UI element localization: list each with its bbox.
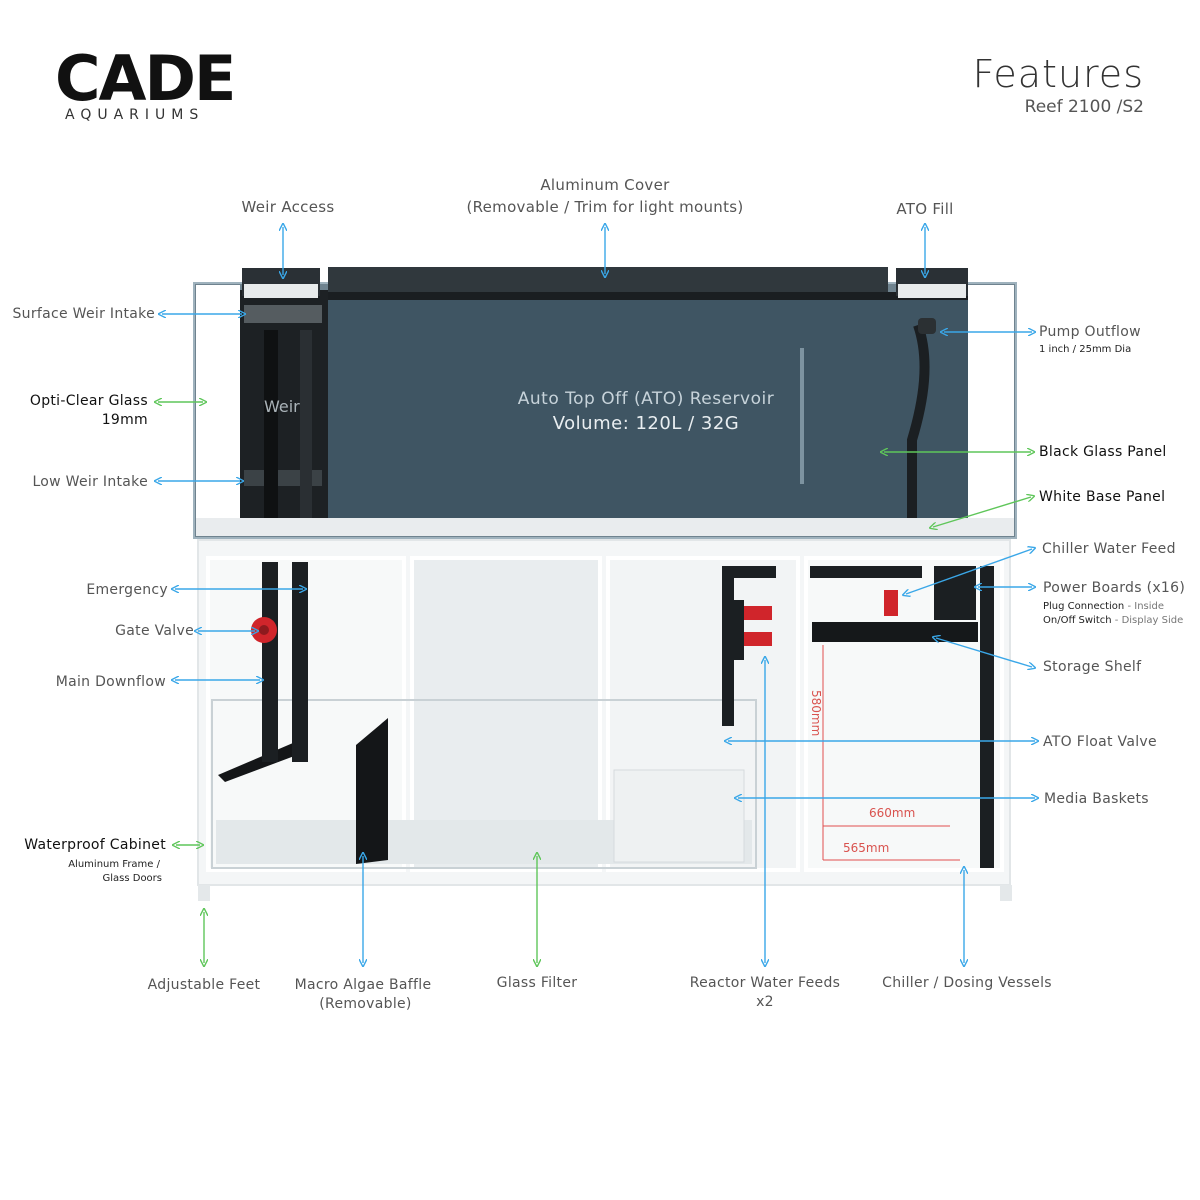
arrow-chiller-water-feed <box>906 549 1032 594</box>
ato-reservoir-volume: Volume: 120L / 32G <box>552 413 740 434</box>
page-title: Features <box>972 52 1144 96</box>
label-aluminum-cover: Aluminum Cover <box>540 176 670 194</box>
label-opti-clear-glass-note: 19mm <box>101 412 148 428</box>
arrow-storage-shelf <box>936 638 1032 667</box>
label-black-glass-panel: Black Glass Panel <box>1039 444 1167 460</box>
onoff-switch-note: - Display Side <box>1114 615 1184 626</box>
arrow-white-base-panel <box>933 497 1031 527</box>
weir-label: Weir <box>264 397 300 416</box>
label-storage-shelf: Storage Shelf <box>1043 659 1142 675</box>
label-macro-algae-baffle: Macro Algae Baffle <box>294 977 432 993</box>
label-adjustable-feet: Adjustable Feet <box>147 977 261 993</box>
label-onoff-switch: On/Off Switch - Display Side <box>1043 615 1183 626</box>
ato-reservoir-title: Auto Top Off (ATO) Reservoir <box>517 389 775 409</box>
label-media-baskets: Media Baskets <box>1044 791 1149 807</box>
label-reactor-water-feeds-note: x2 <box>756 994 774 1010</box>
storage-shelf <box>812 622 978 642</box>
label-white-base-panel: White Base Panel <box>1039 489 1166 505</box>
label-surface-weir-intake: Surface Weir Intake <box>12 306 155 322</box>
dimension-depth: 565mm <box>843 841 890 855</box>
label-emergency: Emergency <box>86 582 168 598</box>
page-subtitle: Reef 2100 /S2 <box>1024 97 1144 117</box>
brand-subtitle: AQUARIUMS <box>65 107 205 123</box>
label-glass-filter: Glass Filter <box>496 975 578 991</box>
ato-reservoir <box>328 300 968 518</box>
callout-arrows <box>158 227 1035 963</box>
label-chiller-water-feed: Chiller Water Feed <box>1042 541 1176 557</box>
power-boards <box>934 566 976 620</box>
label-power-boards: Power Boards (x16) <box>1043 580 1186 596</box>
label-pump-outflow-note: 1 inch / 25mm Dia <box>1039 344 1132 355</box>
label-aluminum-cover-note: (Removable / Trim for light mounts) <box>466 198 744 216</box>
label-low-weir-intake: Low Weir Intake <box>32 474 148 490</box>
label-pump-outflow: Pump Outflow <box>1039 324 1141 340</box>
plug-connection-text: Plug Connection <box>1043 601 1125 612</box>
label-gate-valve: Gate Valve <box>115 623 194 639</box>
label-opti-clear-glass: Opti-Clear Glass <box>29 393 148 409</box>
label-waterproof-cabinet-note1: Aluminum Frame / <box>68 859 160 870</box>
label-ato-float-valve: ATO Float Valve <box>1043 734 1157 750</box>
label-plug-connection: Plug Connection - Inside <box>1043 601 1164 612</box>
brand-logo: CADE <box>55 42 236 115</box>
label-main-downflow: Main Downflow <box>55 674 166 690</box>
label-macro-algae-baffle-note: (Removable) <box>319 996 412 1012</box>
label-reactor-water-feeds: Reactor Water Feeds <box>689 975 841 991</box>
plug-connection-note: - Inside <box>1127 601 1165 612</box>
label-waterproof-cabinet: Waterproof Cabinet <box>24 837 166 853</box>
label-waterproof-cabinet-note2: Glass Doors <box>102 873 162 884</box>
label-ato-fill: ATO Fill <box>896 200 954 218</box>
label-weir-access: Weir Access <box>241 198 335 216</box>
cabinet <box>197 539 1012 901</box>
dimension-width: 660mm <box>869 806 916 820</box>
dimension-height: 580mm <box>809 690 823 737</box>
onoff-switch-text: On/Off Switch <box>1043 615 1112 626</box>
label-chiller-dosing-vessels: Chiller / Dosing Vessels <box>882 975 1052 991</box>
